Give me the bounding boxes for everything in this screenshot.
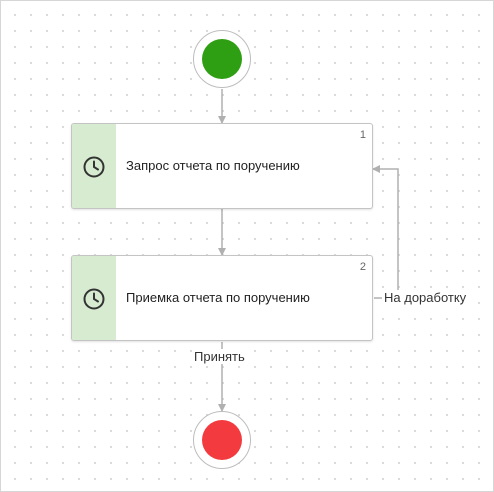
clock-icon	[83, 156, 105, 178]
start-event-core	[202, 39, 242, 79]
end-event[interactable]	[193, 411, 251, 469]
flow-rework-loop[interactable]	[372, 165, 399, 299]
clock-icon	[83, 288, 105, 310]
task-title: Запрос отчета по поручению	[126, 158, 300, 173]
accept-flow-label[interactable]: Принять	[192, 349, 247, 364]
end-event-core	[202, 420, 242, 460]
start-event[interactable]	[193, 30, 251, 88]
task-number: 1	[359, 129, 366, 141]
task-number: 2	[359, 261, 366, 273]
task-title: Приемка отчета по поручению	[126, 290, 310, 305]
task-accept-report[interactable]: Приемка отчета по поручению 2	[71, 255, 373, 341]
task-request-report[interactable]: Запрос отчета по поручению 1	[71, 123, 373, 209]
rework-flow-label[interactable]: На доработку	[382, 290, 469, 305]
